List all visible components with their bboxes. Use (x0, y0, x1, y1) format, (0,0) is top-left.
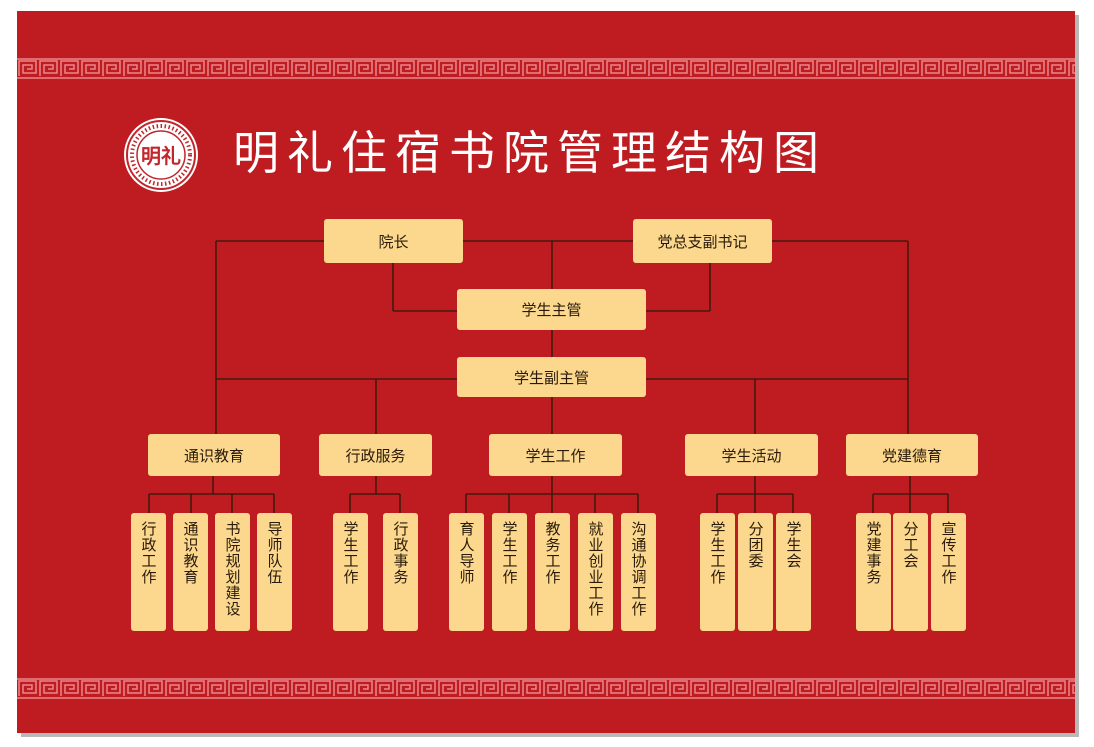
unit-label: 分团委 (746, 521, 765, 569)
unit-box: 党建事务 (856, 513, 891, 631)
unit-label: 学生会 (784, 521, 803, 569)
unit-box: 学生工作 (333, 513, 368, 631)
bottom-fret-border (17, 678, 1075, 699)
unit-label: 学生工作 (341, 521, 360, 585)
department-box: 学生工作 (489, 434, 622, 476)
unit-box: 就业创业工作 (578, 513, 613, 631)
unit-box: 行政工作 (131, 513, 166, 631)
dean-box: 院长 (324, 219, 463, 263)
unit-box: 通识教育 (173, 513, 208, 631)
unit-box: 学生工作 (492, 513, 527, 631)
org-chart-board: 明礼 明礼住宿书院管理结构图 (17, 11, 1075, 733)
unit-box: 导师队伍 (257, 513, 292, 631)
unit-label: 教务工作 (543, 521, 562, 585)
unit-label: 育人导师 (457, 521, 476, 585)
unit-label: 就业创业工作 (586, 521, 605, 617)
department-box: 学生活动 (685, 434, 818, 476)
unit-box: 学生会 (776, 513, 811, 631)
top-fret-border (17, 58, 1075, 79)
unit-box: 分团委 (738, 513, 773, 631)
unit-box: 分工会 (893, 513, 928, 631)
college-logo: 明礼 (124, 118, 198, 192)
unit-label: 党建事务 (864, 521, 883, 585)
unit-label: 导师队伍 (265, 521, 284, 585)
unit-label: 行政事务 (391, 521, 410, 585)
department-box: 通识教育 (148, 434, 280, 476)
unit-label: 通识教育 (181, 521, 200, 585)
unit-label: 沟通协调工作 (629, 521, 648, 617)
unit-label: 书院规划建设 (223, 521, 242, 617)
student-manager-box: 学生主管 (457, 289, 646, 330)
unit-box: 书院规划建设 (215, 513, 250, 631)
unit-label: 宣传工作 (939, 521, 958, 585)
unit-box: 沟通协调工作 (621, 513, 656, 631)
unit-label: 学生工作 (708, 521, 727, 585)
unit-box: 行政事务 (383, 513, 418, 631)
unit-label: 学生工作 (500, 521, 519, 585)
unit-box: 学生工作 (700, 513, 735, 631)
party-deputy-secretary-box: 党总支副书记 (633, 219, 772, 263)
logo-mark: 明礼 (141, 144, 181, 168)
department-box: 党建德育 (846, 434, 978, 476)
department-box: 行政服务 (319, 434, 432, 476)
unit-box: 教务工作 (535, 513, 570, 631)
unit-label: 行政工作 (139, 521, 158, 585)
page-title: 明礼住宿书院管理结构图 (233, 126, 827, 180)
student-deputy-manager-box: 学生副主管 (457, 357, 646, 397)
unit-box: 宣传工作 (931, 513, 966, 631)
unit-box: 育人导师 (449, 513, 484, 631)
unit-label: 分工会 (901, 521, 920, 569)
